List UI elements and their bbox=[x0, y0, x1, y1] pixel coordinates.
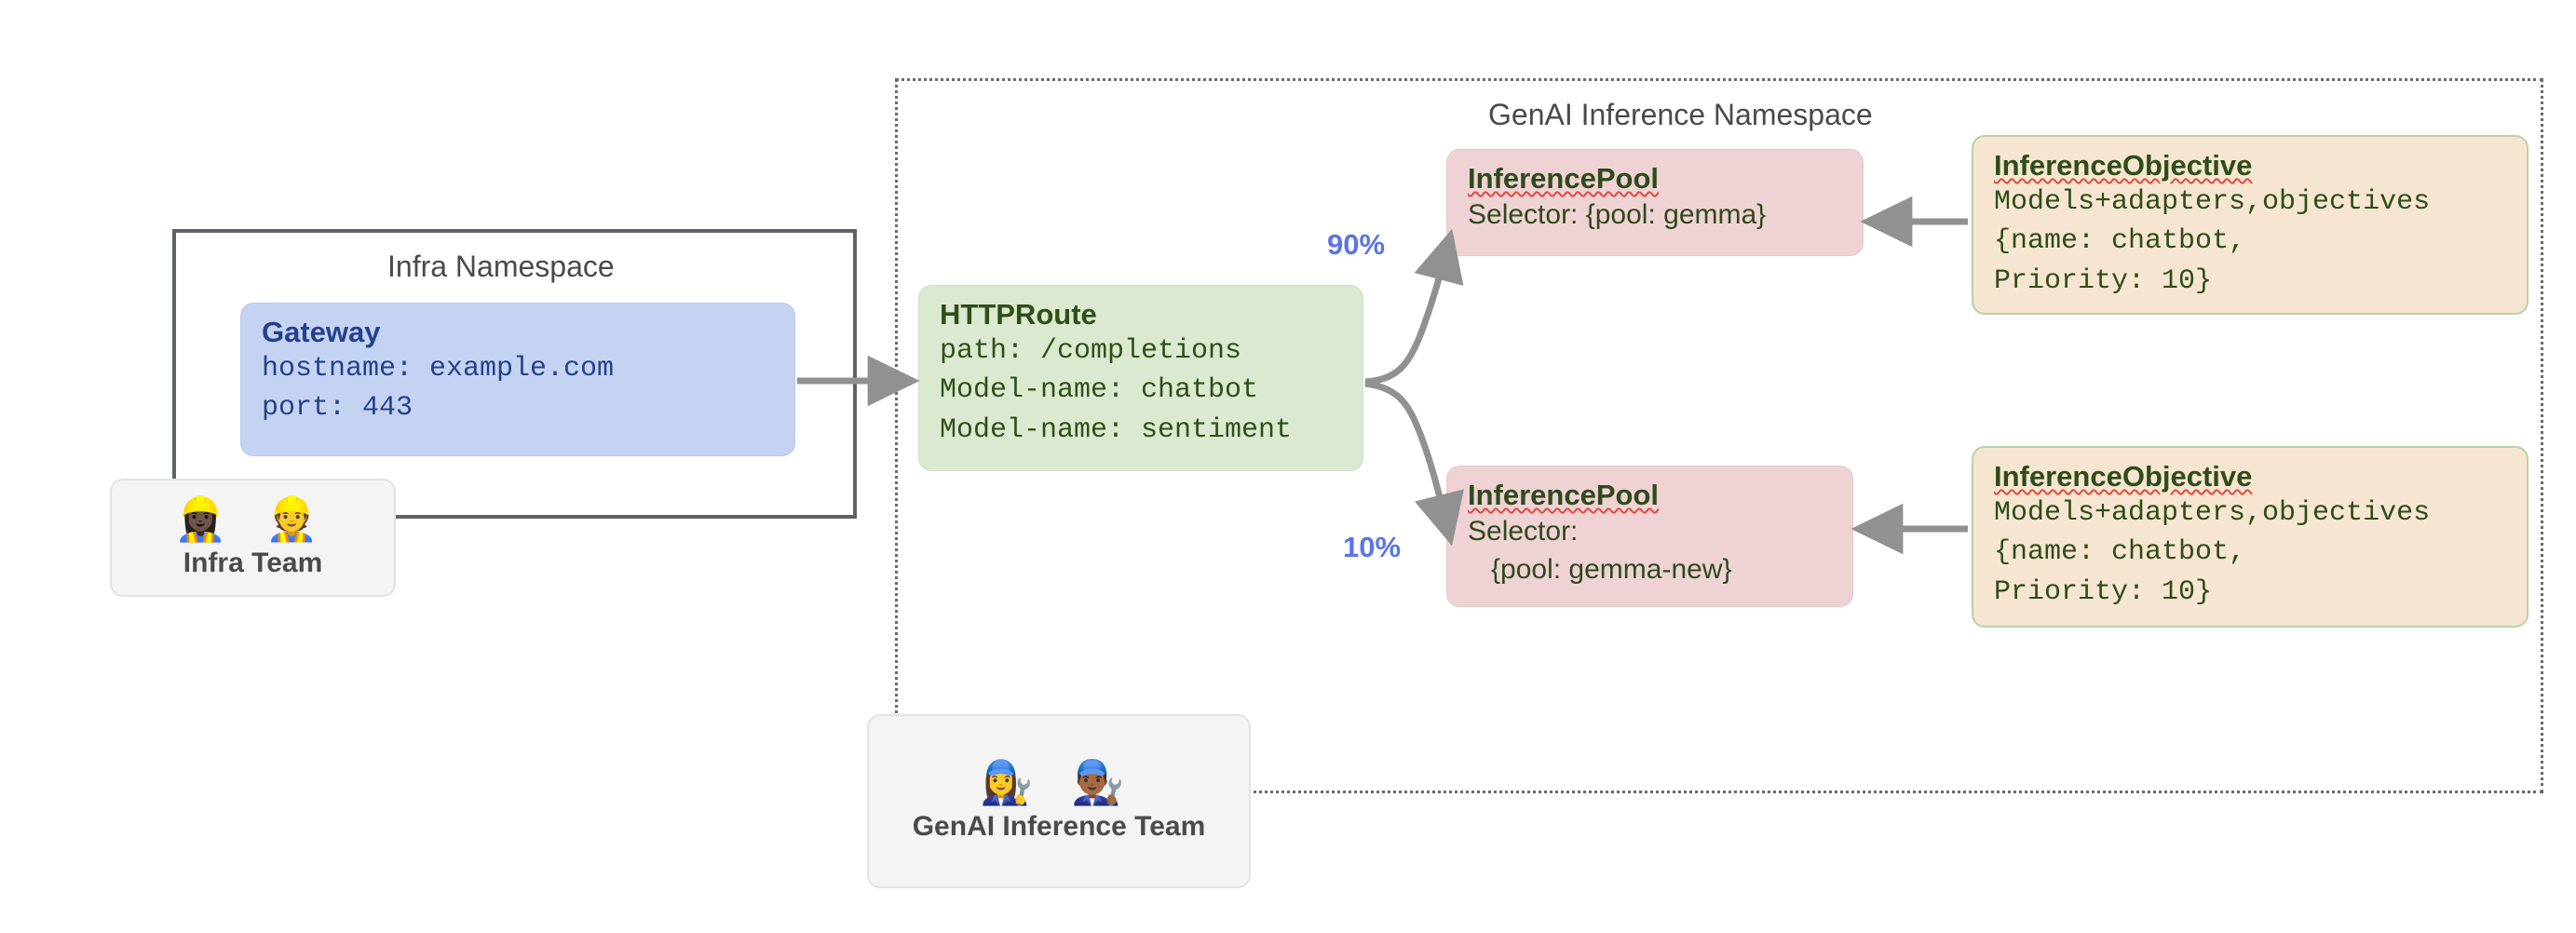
inferencepool-gemma-new-title: InferencePool bbox=[1468, 479, 1659, 511]
inferencepool-gemma-title: InferencePool bbox=[1468, 162, 1659, 195]
genai-inference-namespace-container bbox=[895, 78, 2543, 793]
genai-inference-namespace-title: GenAI Inference Namespace bbox=[1488, 98, 1873, 131]
gateway-port-line: port: 443 bbox=[262, 392, 414, 425]
httproute-title: HTTPRoute bbox=[940, 298, 1097, 331]
gateway-hostname-line: hostname: example.com bbox=[262, 352, 615, 385]
gateway-card[interactable]: Gateway hostname: example.com port: 443 bbox=[240, 303, 795, 456]
inferencepool-gemma-new-selector-line: Selector: bbox=[1468, 515, 1579, 547]
inferenceobjective-top-line-3: Priority: 10} bbox=[1994, 264, 2213, 297]
inferenceobjective-bottom-card[interactable]: InferenceObjective Models+adapters,objec… bbox=[1972, 446, 2529, 628]
inferencepool-gemma-selector-line: Selector: {pool: gemma} bbox=[1468, 198, 1767, 230]
inferencepool-gemma-card[interactable]: InferencePool Selector: {pool: gemma} bbox=[1446, 149, 1864, 256]
genai-inference-team-box[interactable]: 👩‍🔧 👨🏾‍🔧 GenAI Inference Team bbox=[867, 714, 1251, 888]
infra-team-box[interactable]: 👷🏿‍♀️ 👷 Infra Team bbox=[110, 479, 396, 597]
httproute-model-sentiment-line: Model-name: sentiment bbox=[940, 413, 1293, 446]
inferenceobjective-top-line-2: {name: chatbot, bbox=[1994, 225, 2246, 258]
inferenceobjective-bottom-line-1: Models+adapters,objectives bbox=[1994, 496, 2431, 529]
inferenceobjective-top-line-1: Models+adapters,objectives bbox=[1994, 185, 2431, 218]
infra-namespace-title: Infra Namespace bbox=[387, 250, 615, 283]
httproute-model-chatbot-line: Model-name: chatbot bbox=[940, 374, 1259, 407]
infra-namespace-container bbox=[172, 229, 857, 519]
inferenceobjective-top-card[interactable]: InferenceObjective Models+adapters,objec… bbox=[1972, 135, 2529, 315]
inferencepool-gemma-new-selector-value-line: {pool: gemma-new} bbox=[1468, 554, 1732, 586]
infra-team-label: Infra Team bbox=[183, 547, 323, 578]
httproute-path-line: path: /completions bbox=[940, 334, 1242, 367]
weight-label-10: 10% bbox=[1343, 531, 1402, 563]
inferencepool-gemma-new-card[interactable]: InferencePool Selector: {pool: gemma-new… bbox=[1446, 466, 1853, 607]
infra-team-avatars: 👷🏿‍♀️ 👷 bbox=[173, 494, 332, 543]
weight-label-90: 90% bbox=[1327, 228, 1386, 261]
httproute-card[interactable]: HTTPRoute path: /completions Model-name:… bbox=[918, 285, 1363, 471]
inferenceobjective-top-title: InferenceObjective bbox=[1994, 149, 2253, 182]
inferenceobjective-bottom-line-3: Priority: 10} bbox=[1994, 575, 2213, 608]
genai-inference-team-label: GenAI Inference Team bbox=[912, 810, 1206, 842]
gateway-title: Gateway bbox=[262, 316, 381, 348]
genai-inference-team-avatars: 👩‍🔧 👨🏾‍🔧 bbox=[980, 757, 1138, 806]
inferenceobjective-bottom-title: InferenceObjective bbox=[1994, 460, 2253, 493]
inferenceobjective-bottom-line-2: {name: chatbot, bbox=[1994, 536, 2246, 569]
